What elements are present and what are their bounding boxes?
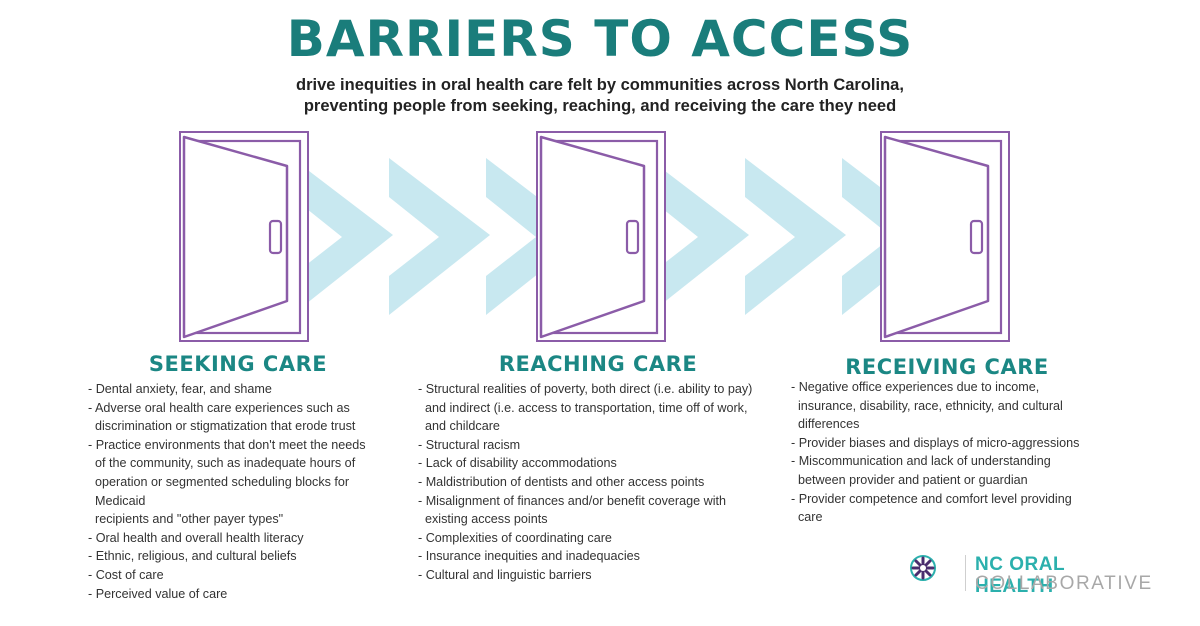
logo-divider — [965, 555, 966, 591]
list-item-line: - Practice environments that don't meet … — [88, 437, 366, 452]
list-item-line: - Negative office experiences due to inc… — [791, 380, 1040, 394]
list-item-line: between provider and patient or guardian — [798, 472, 1028, 487]
seeking-care-list: - Dental anxiety, fear, and shame - Adver… — [88, 380, 366, 603]
list-item-line: - Ethnic, religious, and cultural belief… — [88, 549, 297, 564]
nc-oral-health-collaborative-logo: NC ORAL HEALTH COLLABORATIVE — [905, 553, 1151, 597]
door-icon-receiving — [879, 130, 1011, 343]
page-title: BARRIERS TO ACCESS — [286, 10, 914, 68]
list-item-line: - Misalignment of finances and/or benefi… — [418, 493, 727, 508]
receiving-care-list: - Negative office experiences due to inc… — [791, 378, 1079, 527]
list-item-line: - Provider competence and comfort level … — [791, 491, 1072, 506]
foundation-logo-icon — [910, 555, 936, 581]
logo-line-2: COLLABORATIVE — [975, 573, 1153, 594]
door-icon-reaching — [535, 130, 667, 343]
list-item-line: - Dental anxiety, fear, and shame — [88, 382, 272, 396]
heading-receiving-care: RECEIVING CARE — [845, 355, 1049, 379]
doors-and-chevrons-graphic — [178, 130, 1011, 343]
list-item-line: recipients and "other payer types" — [95, 512, 284, 527]
list-item-line: of the community, such as inadequate hou… — [95, 456, 356, 471]
door-icon-seeking — [178, 130, 310, 343]
list-item-line: insurance, disability, race, ethnicity, … — [798, 398, 1063, 413]
list-item-line: - Perceived value of care — [88, 586, 228, 601]
chevron-arrow-icon — [745, 158, 846, 315]
list-item-line: - Miscommunication and lack of understan… — [791, 454, 1051, 469]
list-item-line: differences — [798, 417, 860, 432]
list-item-line: - Complexities of coordinating care — [418, 530, 612, 545]
list-item-line: - Structural realities of poverty, both … — [418, 382, 753, 396]
list-item-line: discrimination or stigmatization that er… — [95, 419, 356, 434]
list-item-line: existing access points — [425, 512, 548, 527]
list-item-line: - Oral health and overall health literac… — [88, 530, 304, 545]
list-item-line: - Maldistribution of dentists and other … — [418, 474, 705, 489]
list-item-line: - Cultural and linguistic barriers — [418, 567, 592, 582]
chevron-arrow-icon — [389, 158, 490, 315]
chevron-arrow-icon — [292, 158, 393, 315]
subtitle-line-2: preventing people from seeking, reaching… — [303, 97, 897, 115]
list-item-line: and childcare — [425, 419, 500, 434]
list-item-line: - Insurance inequities and inadequacies — [418, 549, 640, 564]
heading-seeking-care: SEEKING CARE — [148, 352, 328, 376]
list-item-line: - Lack of disability accommodations — [418, 456, 617, 471]
list-item-line: - Cost of care — [88, 567, 164, 582]
list-item-line: - Adverse oral health care experiences s… — [88, 400, 350, 415]
list-item-line: - Provider biases and displays of micro-… — [791, 435, 1080, 450]
list-item-line: - Structural racism — [418, 437, 521, 452]
list-item-line: and indirect (i.e. access to transportat… — [425, 400, 748, 415]
heading-reaching-care: REACHING CARE — [498, 352, 698, 376]
list-item-line: operation or segmented scheduling blocks… — [95, 474, 350, 489]
list-item-line: Medicaid — [95, 493, 146, 508]
reaching-care-list: - Structural realities of poverty, both … — [418, 380, 752, 585]
chevron-arrow-icon — [648, 158, 749, 315]
subtitle-line-1: drive inequities in oral health care fel… — [296, 76, 904, 94]
list-item-line: care — [798, 510, 823, 525]
logo-line-1: NC ORAL HEALTH — [975, 554, 1065, 597]
